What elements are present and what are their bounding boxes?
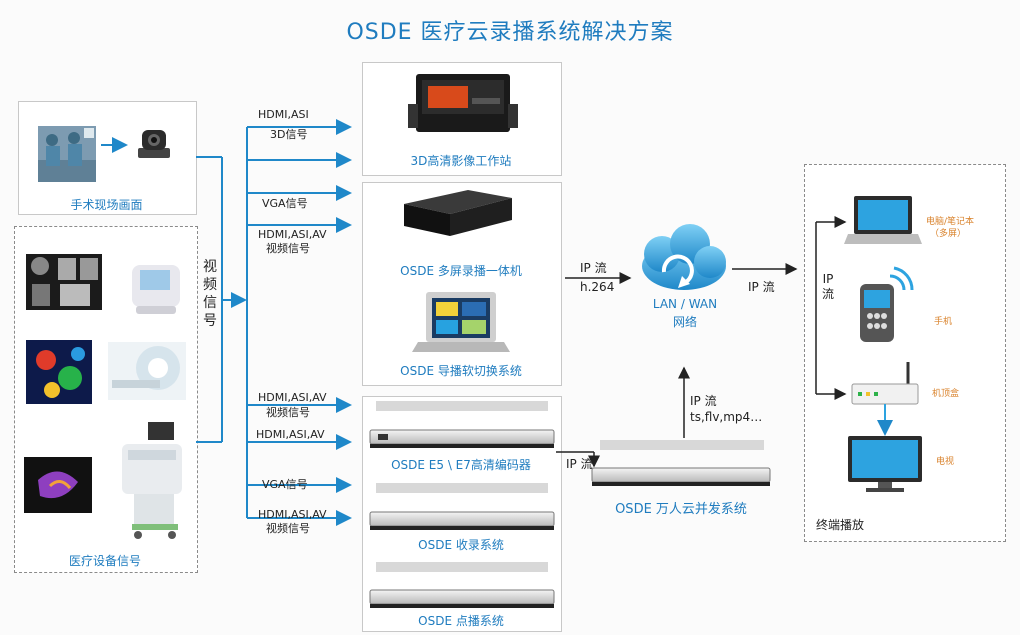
surgery-label: 手术现场画面	[70, 198, 143, 212]
signal-label: HDMI,ASI,AV	[258, 391, 327, 404]
tv-terminal-icon	[848, 436, 922, 492]
tv-label: 电视	[936, 457, 955, 467]
ip-flow-vertical-label: IP流	[821, 272, 834, 301]
cardiac-image-icon	[24, 457, 92, 513]
ip-flow-encoder-label: IP 流	[566, 457, 593, 471]
multiscreen-server-icon	[404, 190, 512, 236]
xray-images-icon	[26, 254, 102, 310]
switcher-laptop-icon	[412, 292, 510, 352]
signal-label: HDMI,ASI,AV	[258, 228, 327, 241]
signal-label: HDMI,ASI,AV	[258, 508, 327, 521]
cloud-label-network: 网络	[672, 315, 697, 329]
laptop-terminal-icon	[844, 196, 922, 244]
vod-rack-icon	[369, 562, 555, 608]
ptz-camera-icon	[138, 130, 170, 158]
video-signal-vertical-label: 视频信号	[203, 259, 217, 329]
medical-devices-label: 医疗设备信号	[68, 554, 141, 568]
encoder-rack-icon	[369, 401, 555, 448]
switcher-label: OSDE 导播软切换系统	[400, 364, 522, 378]
workstation-label: 3D高清影像工作站	[410, 154, 512, 168]
multiscreen-label: OSDE 多屏录播一体机	[400, 264, 522, 278]
cloud-network-icon	[642, 224, 726, 290]
signal-label: 视频信号	[266, 406, 310, 419]
cloud-label-lan-wan: LAN / WAN	[652, 297, 718, 311]
concurrency-server-icon	[591, 440, 771, 486]
signal-label: 3D信号	[270, 128, 308, 141]
signal-label: VGA信号	[262, 478, 308, 491]
signal-label: HDMI,ASI,AV	[256, 428, 325, 441]
ip-flow-up-label: IP 流	[690, 394, 717, 408]
settop-label: 机顶盒	[932, 389, 960, 399]
ip-flow-label: IP 流	[580, 261, 607, 275]
concurrency-label: OSDE 万人云并发系统	[615, 502, 747, 517]
page-title: OSDE 医疗云录播系统解决方案	[346, 20, 674, 45]
codec-label: h.264	[580, 280, 615, 294]
settop-terminal-icon	[851, 362, 919, 405]
signal-label: HDMI,ASI	[258, 108, 309, 121]
phone-label: 手机	[934, 317, 953, 327]
ip-flow-out-label: IP 流	[748, 280, 775, 294]
signal-label: VGA信号	[262, 197, 308, 210]
signal-label: 视频信号	[266, 522, 310, 535]
laptop-sub-label: （多屏）	[930, 229, 967, 239]
recorder-rack-icon	[369, 483, 555, 530]
ultrasound-monitor-icon	[132, 265, 180, 314]
formats-label: ts,flv,mp4…	[690, 410, 763, 424]
vod-label: OSDE 点播系统	[418, 614, 504, 628]
ultrasound-cart-icon	[122, 422, 182, 539]
surgery-photo-icon	[38, 126, 96, 182]
phone-terminal-icon	[860, 266, 914, 342]
laptop-label: 电脑/笔记本	[926, 217, 975, 227]
encoder-label: OSDE E5 \ E7高清编码器	[391, 458, 531, 472]
recorder-label: OSDE 收录系统	[418, 538, 504, 552]
thermal-scan-icon	[26, 340, 92, 404]
terminals-label: 终端播放	[816, 518, 865, 532]
mri-scanner-icon	[108, 342, 186, 400]
workstation-icon	[408, 74, 518, 132]
signal-label: 视频信号	[266, 242, 310, 255]
